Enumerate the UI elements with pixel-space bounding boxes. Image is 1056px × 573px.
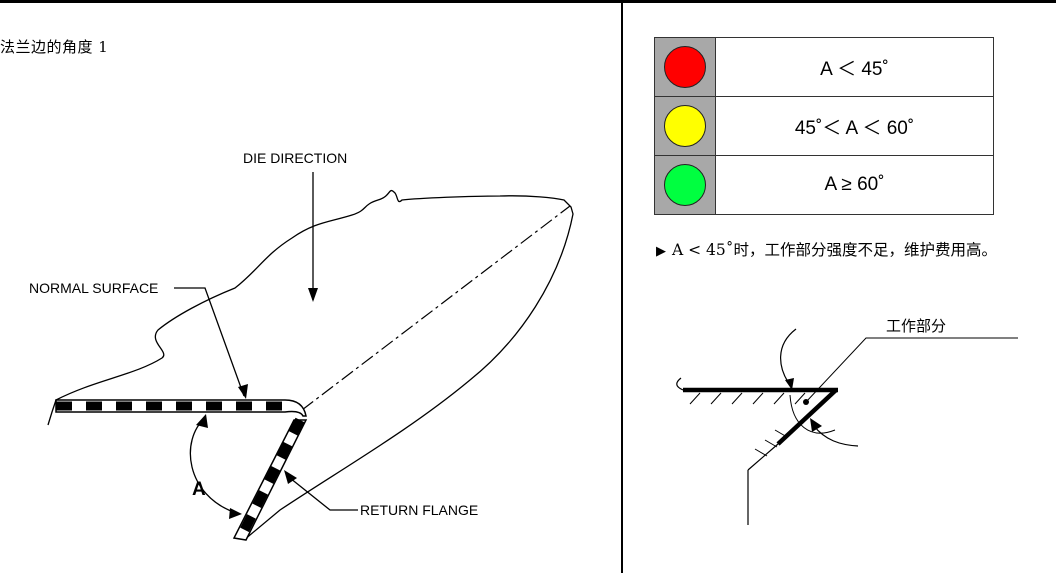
red-light-icon <box>664 46 706 88</box>
die-direction-label: DIE DIRECTION <box>243 150 347 166</box>
normal-surface-label: NORMAL SURFACE <box>29 280 158 296</box>
legend-row-red: A ＜ 45˚ <box>654 37 994 97</box>
angle-legend-table: A ＜ 45˚ 45˚＜ A ＜ 60˚ A ≥ 60˚ <box>654 37 994 215</box>
normal-surface-leader <box>174 287 245 397</box>
green-light-icon <box>664 164 706 206</box>
dash-dot-line <box>301 205 571 411</box>
legend-condition: 45˚＜ A ＜ 60˚ <box>715 96 994 156</box>
legend-condition: A ＜ 45˚ <box>715 37 994 97</box>
die-surface-outline <box>55 189 574 541</box>
left-edge-tick <box>47 399 57 426</box>
page-title: 法兰边的角度 1 <box>0 38 109 56</box>
angle-label: A <box>192 479 206 500</box>
return-flange-hatch <box>235 417 305 542</box>
panel-divider <box>621 0 623 573</box>
working-section-label: 工作部分 <box>886 317 946 335</box>
legend-row-green: A ≥ 60˚ <box>654 155 994 215</box>
yellow-light-icon <box>664 105 706 147</box>
bullet-triangle-icon: ▶ <box>656 244 666 259</box>
legend-condition: A ≥ 60˚ <box>715 155 994 215</box>
top-rule <box>0 0 1056 3</box>
return-flange-label: RETURN FLANGE <box>360 502 478 518</box>
working-section-sketch <box>676 328 1018 525</box>
legend-row-yellow: 45˚＜ A ＜ 60˚ <box>654 96 994 156</box>
note-text: ▶A < 45˚时，工作部分强度不足，维护费用高。 <box>656 241 998 259</box>
angle-arc <box>189 417 237 514</box>
return-flange-leader <box>289 477 358 511</box>
